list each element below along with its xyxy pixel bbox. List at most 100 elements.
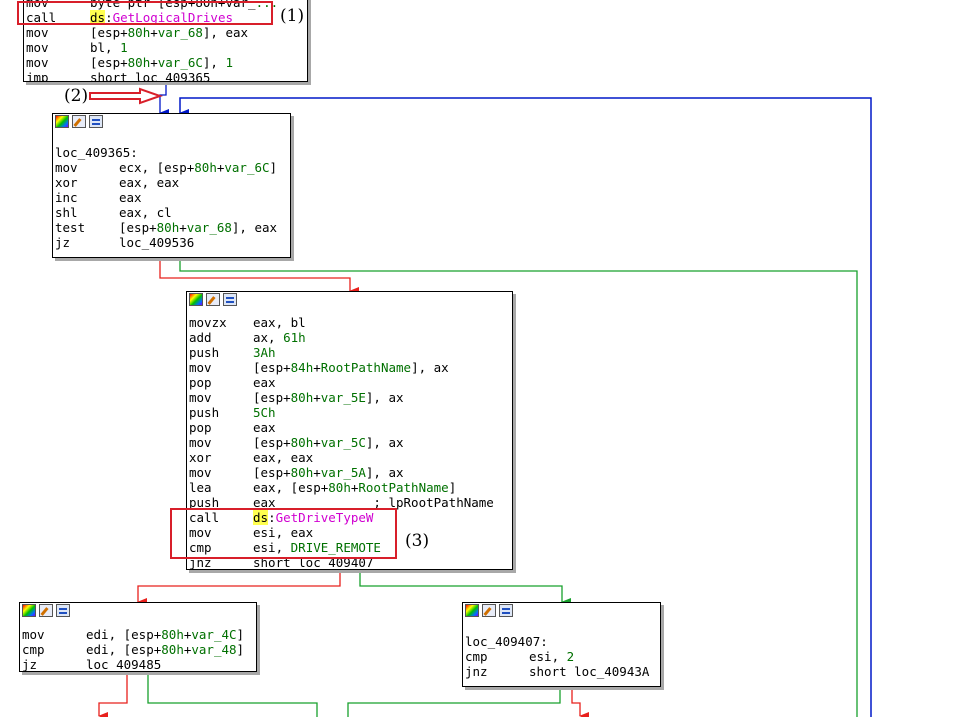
operand: [esp+	[90, 55, 128, 70]
operand: ], ax	[365, 465, 404, 480]
asm-line[interactable]: jz loc_409536	[55, 235, 290, 250]
edge-b3-b5	[359, 570, 571, 606]
operand: var_5E	[320, 390, 366, 405]
highlight-getlogicaldrives	[17, 1, 273, 25]
color-icon[interactable]	[189, 293, 203, 306]
operand: ], ax	[365, 435, 404, 450]
edit-icon[interactable]	[206, 293, 220, 306]
color-icon[interactable]	[55, 115, 69, 128]
operand: eax, eax	[119, 175, 180, 190]
asm-line[interactable]: mov[esp+80h+var_6C], 1	[26, 55, 307, 70]
api-name[interactable]: GetLogicalDrives	[112, 10, 234, 25]
mnemonic: loc_409407:	[465, 634, 548, 649]
operand: 80h	[127, 25, 151, 40]
asm-line[interactable]: mov[esp+80h+var_5A], ax	[189, 465, 512, 480]
operand: 80h	[156, 220, 180, 235]
graph-icon[interactable]	[223, 293, 237, 306]
mnemonic: jnz	[465, 664, 488, 679]
operand: eax ; lpRootPathName	[253, 495, 494, 510]
asm-line[interactable]: mov[esp+84h+RootPathName], ax	[189, 360, 512, 375]
asm-line[interactable]: loc_409365:	[55, 145, 290, 160]
mnemonic: loc_409365:	[55, 145, 138, 160]
mnemonic: mov	[26, 0, 49, 10]
edge-b2-b3	[159, 258, 359, 295]
operand: ]	[269, 160, 278, 175]
mnemonic: cmp	[22, 642, 45, 657]
mnemonic: jz	[55, 235, 71, 250]
operand: short loc_40943A	[529, 664, 650, 679]
block-toolbar	[20, 603, 256, 619]
asm-line[interactable]: loc_409407:	[465, 634, 660, 649]
graph-icon[interactable]	[56, 604, 70, 617]
operand: loc_409536	[119, 235, 195, 250]
mnemonic: mov	[189, 525, 212, 540]
asm-line[interactable]: mov[esp+80h+var_5C], ax	[189, 435, 512, 450]
edit-icon[interactable]	[72, 115, 86, 128]
asm-line[interactable]	[465, 619, 660, 634]
mnemonic: push	[189, 345, 220, 360]
operand: DRIVE_REMOTE	[290, 540, 381, 555]
edit-icon[interactable]	[482, 604, 496, 617]
graph-icon[interactable]	[499, 604, 513, 617]
operand: ]	[236, 642, 245, 657]
edge-b5-red	[571, 687, 589, 717]
operand: [esp+	[119, 220, 157, 235]
edge-b4-green	[147, 672, 318, 717]
asm-line[interactable]: jnz short loc_40943A	[465, 664, 660, 679]
callout-2-arrow	[89, 87, 164, 105]
mnemonic: pop	[189, 420, 212, 435]
mnemonic: lea	[189, 480, 212, 495]
color-icon[interactable]	[465, 604, 479, 617]
mnemonic: cmp	[465, 649, 488, 664]
mnemonic: push	[189, 405, 220, 420]
operand: +	[313, 390, 321, 405]
asm-line[interactable]: mov[esp+80h+var_68], eax	[26, 25, 307, 40]
mnemonic: pop	[189, 375, 212, 390]
asm-line[interactable]	[55, 130, 290, 145]
color-icon[interactable]	[22, 604, 36, 617]
callout-label-3: (3)	[405, 531, 430, 551]
asm-line[interactable]: mov[esp+80h+var_5E], ax	[189, 390, 512, 405]
graph-icon[interactable]	[89, 115, 103, 128]
operand: 80h	[290, 435, 314, 450]
operand: edi, [esp+	[86, 627, 162, 642]
mnemonic: xor	[189, 450, 212, 465]
edit-icon[interactable]	[39, 604, 53, 617]
api-name[interactable]: GetDriveTypeW	[275, 510, 374, 525]
operand: bl,	[90, 40, 121, 55]
operand: var_4C	[191, 627, 237, 642]
operand: 80h	[290, 465, 314, 480]
operand: byte ptr [esp+80h+var_	[90, 0, 256, 10]
asm-line[interactable]: test[esp+80h+var_68], eax	[55, 220, 290, 235]
